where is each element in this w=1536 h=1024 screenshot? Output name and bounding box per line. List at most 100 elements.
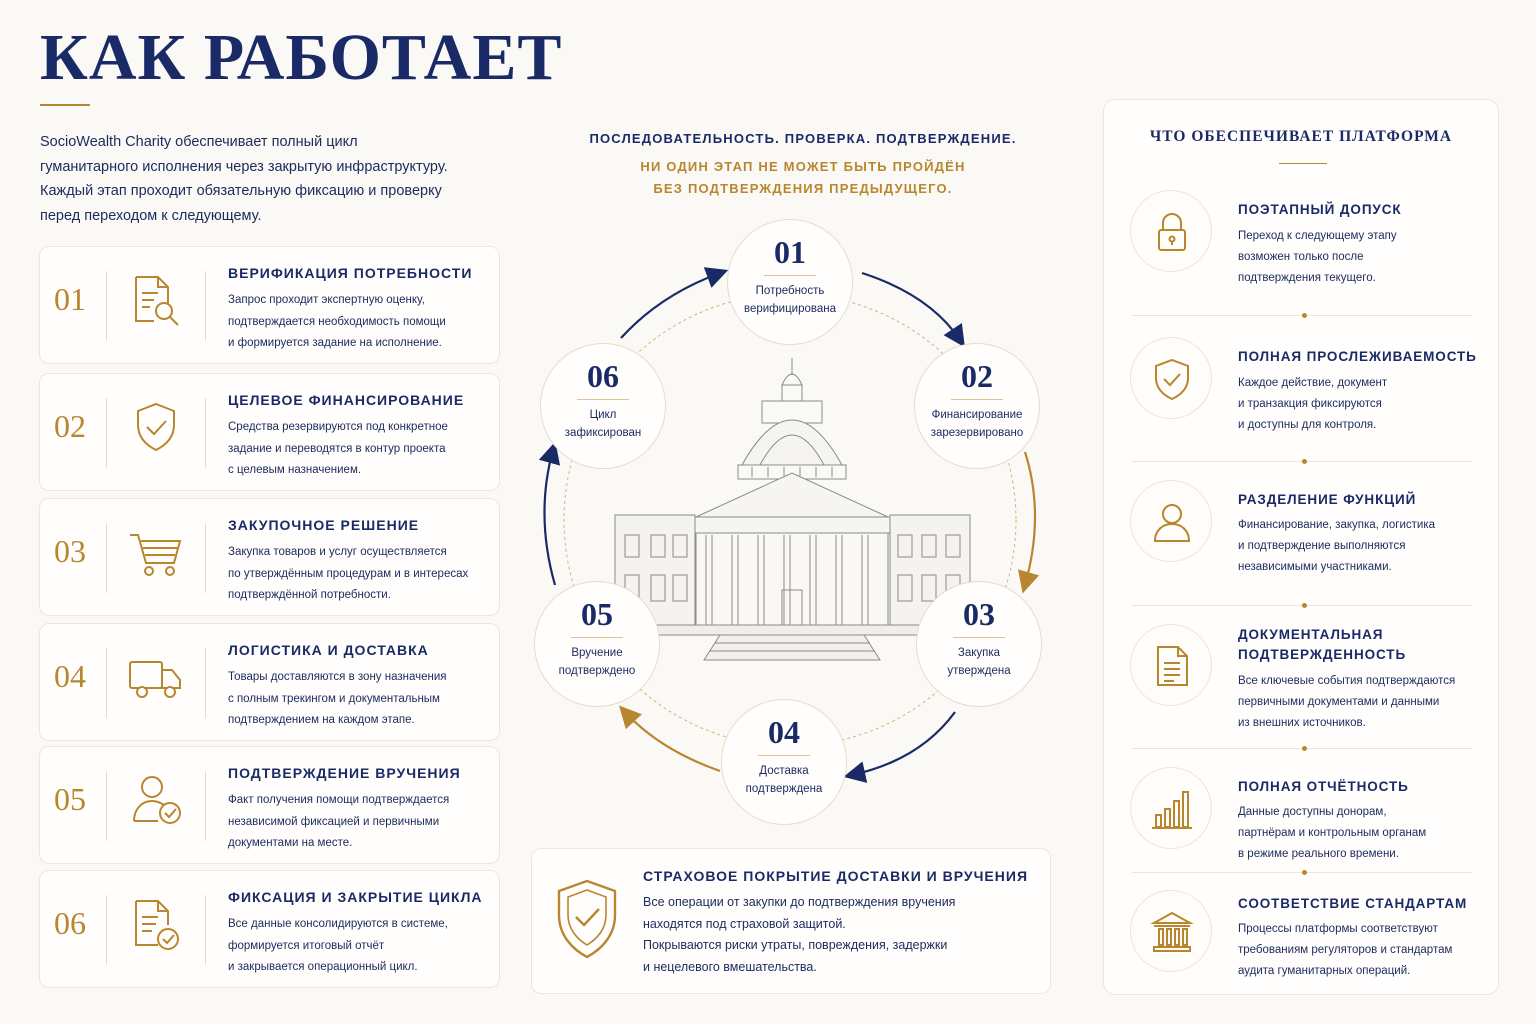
document-icon	[1157, 646, 1188, 686]
feature-icon-circle	[1130, 337, 1212, 419]
node-label: подтверждена	[745, 783, 823, 795]
node-rule	[571, 637, 623, 638]
cycle-node-02: 02 Финансирование зарезервировано	[914, 343, 1040, 469]
arrow-06-01	[620, 267, 729, 339]
cycle-diagram: 01 Потребность верифицирована 02 Финанси…	[520, 215, 1080, 825]
step-card-06: 06 ФИКСАЦИЯ И ЗАКРЫТИЕ ЦИКЛА Все данные …	[39, 870, 500, 988]
node-number: 05	[581, 596, 613, 632]
node-label: Потребность	[755, 285, 825, 297]
step-card-01: 01 ВЕРИФИКАЦИЯ ПОТРЕБНОСТИ Запрос проход…	[39, 246, 500, 364]
step-divider	[106, 895, 107, 965]
feature-icon-circle	[1130, 190, 1212, 272]
separator-dot	[1302, 459, 1307, 464]
cycle-node-03: 03 Закупка утверждена	[916, 581, 1042, 707]
node-rule	[951, 399, 1003, 400]
panel-title-underline	[1279, 163, 1327, 164]
node-label: зарезервировано	[930, 427, 1024, 439]
document-search-icon	[135, 276, 179, 326]
arrow-04-05	[619, 705, 721, 773]
step-title: ВЕРИФИКАЦИЯ ПОТРЕБНОСТИ	[228, 265, 473, 281]
intro-line: Каждый этап проходит обязательную фиксац…	[40, 183, 442, 199]
node-number: 06	[587, 358, 619, 394]
node-label: зафиксирован	[564, 427, 642, 439]
bank-icon	[1150, 911, 1194, 952]
cycle-node-04: 04 Доставка подтверждена	[721, 699, 847, 825]
separator-dot	[1302, 746, 1307, 751]
step-divider	[106, 648, 107, 718]
step-title: ПОДТВЕРЖДЕНИЕ ВРУЧЕНИЯ	[228, 765, 461, 781]
step-divider	[205, 271, 206, 341]
step-title: ЛОГИСТИКА И ДОСТАВКА	[228, 642, 429, 658]
step-card-03: 03 ЗАКУПОЧНОЕ РЕШЕНИЕ Закупка товаров и …	[39, 498, 500, 616]
step-title: ФИКСАЦИЯ И ЗАКРЫТИЕ ЦИКЛА	[228, 889, 483, 905]
node-label: Закупка	[957, 647, 1001, 659]
step-divider	[205, 895, 206, 965]
delivery-truck-icon	[129, 661, 181, 698]
insurance-title: СТРАХОВОЕ ПОКРЫТИЕ ДОСТАВКИ И ВРУЧЕНИЯ	[643, 868, 1029, 884]
shield-check-icon	[557, 879, 617, 959]
node-rule	[764, 275, 816, 276]
step-title: ЦЕЛЕВОЕ ФИНАНСИРОВАНИЕ	[228, 392, 465, 408]
step-number: 05	[54, 781, 86, 817]
separator-dot	[1302, 603, 1307, 608]
arrow-02-03	[1018, 451, 1040, 594]
intro-line: перед переходом к следующему.	[40, 207, 262, 224]
step-divider	[205, 398, 206, 468]
step-divider	[205, 771, 206, 841]
center-subline: БЕЗ ПОДТВЕРЖДЕНИЯ ПРЕДЫДУЩЕГО.	[653, 181, 953, 196]
step-number: 06	[54, 905, 86, 941]
step-divider	[205, 648, 206, 718]
node-label: подтверждено	[558, 665, 636, 677]
step-divider	[205, 523, 206, 593]
user-icon	[1153, 504, 1191, 542]
shield-check-icon	[1155, 358, 1189, 401]
node-number: 03	[963, 596, 995, 632]
insurance-text: Все операции от закупки до подтверждения…	[643, 895, 956, 974]
node-label: Вручение	[571, 647, 623, 659]
step-number: 04	[54, 658, 86, 694]
node-number: 02	[961, 358, 993, 394]
insurance-card: СТРАХОВОЕ ПОКРЫТИЕ ДОСТАВКИ И ВРУЧЕНИЯ В…	[531, 848, 1051, 994]
lock-icon	[1158, 213, 1186, 251]
intro-line: SocioWealth Charity обеспечивает полный …	[40, 134, 358, 150]
step-card-04: 04 ЛОГИСТИКА И ДОСТАВКА Товары доставляю…	[39, 623, 500, 741]
center-headline: ПОСЛЕДОВАТЕЛЬНОСТЬ. ПРОВЕРКА. ПОДТВЕРЖДЕ…	[589, 131, 1017, 146]
step-title: ЗАКУПОЧНОЕ РЕШЕНИЕ	[228, 517, 420, 533]
page-title: КАК РАБОТАЕТ	[40, 21, 563, 94]
intro-line: гуманитарного исполнения через закрытую …	[40, 158, 448, 175]
document-check-icon	[135, 900, 179, 950]
step-divider	[106, 771, 107, 841]
shield-check-icon	[137, 402, 175, 452]
node-number: 04	[768, 714, 800, 750]
shopping-cart-icon	[130, 534, 182, 576]
feature-icon-circle	[1130, 890, 1212, 972]
feature-title: ПОЛНАЯ ПРОСЛЕЖИВАЕМОСТЬ	[1238, 349, 1477, 364]
title-underline	[40, 104, 90, 106]
arrow-03-04	[843, 711, 956, 783]
step-description: Запрос проходит экспертную оценку,подтве…	[228, 294, 446, 349]
cycle-node-06: 06 Цикл зафиксирован	[540, 343, 666, 469]
step-description: Все данные консолидируются в системе,фор…	[228, 918, 448, 973]
center-subline: НИ ОДИН ЭТАП НЕ МОЖЕТ БЫТЬ ПРОЙДЁН	[640, 159, 966, 174]
user-check-icon	[133, 776, 181, 824]
cycle-node-05: 05 Вручение подтверждено	[534, 581, 660, 707]
node-rule	[758, 755, 810, 756]
arrow-01-02	[861, 271, 965, 348]
node-label: Финансирование	[931, 409, 1023, 421]
step-number: 01	[54, 281, 86, 317]
step-card-02: 02 ЦЕЛЕВОЕ ФИНАНСИРОВАНИЕ Средства резер…	[39, 373, 500, 491]
node-label: верифицирована	[743, 303, 836, 315]
node-label: Цикл	[589, 409, 617, 421]
feature-text: Данные доступны донорам,партнёрам и конт…	[1238, 806, 1427, 860]
separator-dot	[1302, 313, 1307, 318]
cycle-node-01: 01 Потребность верифицирована	[727, 219, 853, 345]
